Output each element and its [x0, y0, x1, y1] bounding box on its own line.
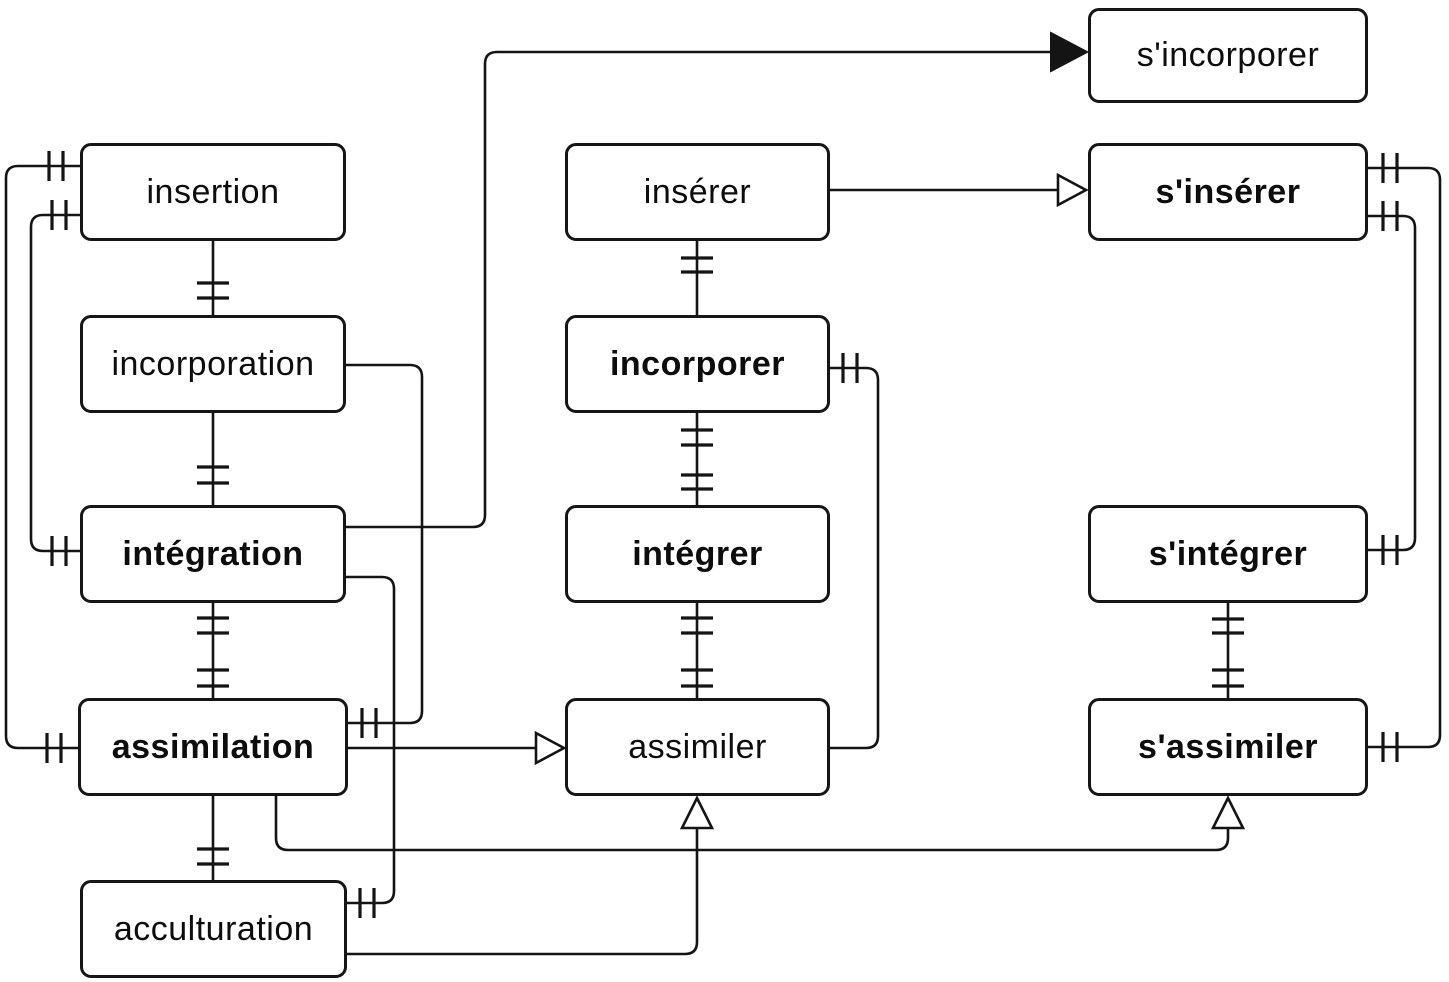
node-s-inserer: s'insérer [1088, 143, 1368, 241]
link-incorporer-assimiler [830, 353, 880, 750]
link-integration-acculturation [346, 575, 396, 918]
link-integrer-assimiler [681, 603, 713, 698]
node-s-assimiler: s'assimiler [1088, 698, 1368, 796]
node-label: intégrer [632, 534, 763, 573]
node-incorporation: incorporation [80, 315, 346, 413]
node-label: acculturation [113, 909, 314, 948]
node-insertion: insertion [80, 143, 346, 241]
link-integration-assimilation [197, 603, 229, 698]
node-label: incorporer [609, 344, 786, 383]
node-label: assimiler [628, 727, 767, 766]
link-assimilation-acculturation [197, 796, 229, 880]
node-s-incorporer: s'incorporer [1088, 8, 1368, 103]
node-assimilation: assimilation [78, 698, 348, 796]
node-label: intégration [122, 534, 304, 573]
bracket-right-outer-sinserer-sassimiler [1368, 153, 1442, 762]
arrow-inserer-sinserer [830, 172, 1089, 208]
link-incorporation-assimilation [346, 363, 424, 738]
node-s-integrer: s'intégrer [1088, 505, 1368, 603]
link-incorporation-integration [197, 413, 229, 505]
node-assimiler: assimiler [565, 698, 830, 796]
node-inserer: insérer [565, 143, 830, 241]
node-label: insertion [146, 172, 280, 211]
node-label: s'intégrer [1148, 534, 1308, 573]
link-inserer-incorporer [681, 241, 713, 315]
bracket-left-outer-insertion-assimilation [4, 151, 80, 763]
node-label: s'assimiler [1138, 727, 1318, 766]
arrow-acculturation-assimiler [347, 795, 715, 956]
arrow-assimilation-assimiler [348, 730, 567, 766]
link-sintegrer-sassimiler [1212, 603, 1244, 698]
node-incorporer: incorporer [565, 315, 830, 413]
node-label: s'incorporer [1136, 36, 1320, 74]
link-insertion-incorporation [197, 241, 229, 315]
link-incorporer-integrer [681, 413, 713, 505]
node-integration: intégration [80, 505, 346, 603]
node-integrer: intégrer [565, 505, 830, 603]
bracket-left-inner-insertion-integration [29, 200, 80, 566]
arrow-assimilation-sassimiler [274, 795, 1246, 852]
node-label: incorporation [111, 344, 315, 383]
bracket-right-inner-sinserer-sintegrer [1368, 201, 1417, 565]
node-acculturation: acculturation [80, 880, 347, 978]
arrow-integration-sincorporer [346, 31, 1090, 529]
node-label: assimilation [111, 727, 315, 766]
node-label: s'insérer [1155, 172, 1301, 211]
node-label: insérer [643, 172, 752, 211]
